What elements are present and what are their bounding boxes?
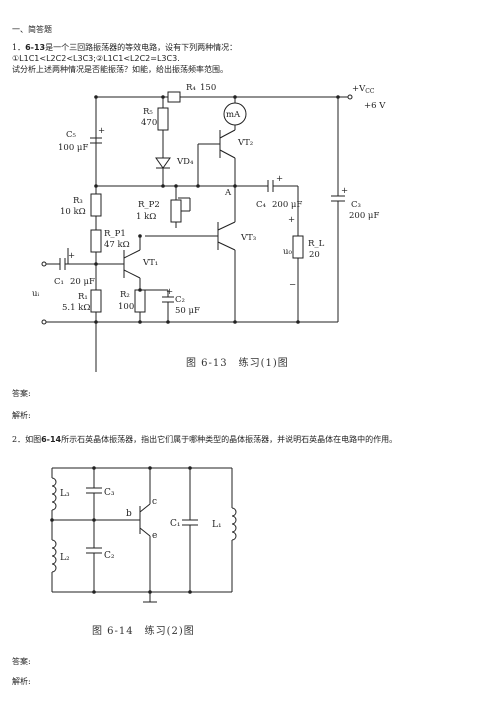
label-rp2-value: 1 kΩ (136, 212, 156, 222)
label-c1: C₁ (54, 277, 64, 287)
label-vcc-value: +6 V (364, 101, 386, 111)
label-r3-value: 10 kΩ (60, 207, 86, 217)
label-vt1: VT₁ (142, 258, 158, 268)
label-c3: C₃ (104, 488, 115, 498)
label-r4: R₄ (186, 83, 196, 93)
answer-label-1: 答案: (12, 389, 31, 398)
label-b: b (126, 509, 132, 519)
label-c5-value: 100 μF (58, 143, 88, 153)
label-vcc: +VCC (352, 84, 375, 95)
question-1-figure-ref: 6-13 (25, 43, 46, 52)
label-c3: C₃ (351, 200, 361, 210)
label-ui: uᵢ (32, 289, 39, 299)
label-r2-value: 100 (118, 302, 134, 312)
label-l1: L₁ (212, 520, 222, 530)
answer-label-2: 答案: (12, 657, 31, 666)
label-vt2: VT₂ (237, 138, 253, 148)
label-vd4: VD₄ (176, 157, 194, 167)
label-c1: C₁ (170, 519, 181, 529)
label-r5: R₅ (143, 107, 153, 117)
label-r4-value: 150 (200, 83, 216, 93)
question-2-figure-ref: 6-14 (41, 435, 62, 444)
label-c5-plus: + (98, 126, 105, 136)
label-c5: C₅ (66, 130, 77, 140)
label-c: c (152, 497, 157, 507)
question-1-line-3: 试分析上述两种情况是否能振荡？如能，给出振荡频率范围。 (12, 65, 228, 74)
label-l2: L₂ (60, 553, 70, 563)
label-rl: R_L (308, 239, 325, 249)
question-2-prefix: 如图 (25, 435, 42, 444)
analysis-label-1: 解析: (12, 411, 31, 420)
question-2-line: 2．如图6-14所示石英晶体振荡器，指出它们属于哪种类型的晶体振荡器，并说明石英… (12, 434, 397, 445)
label-c4-plus: + (276, 174, 283, 184)
question-1-line-2: ①L1C1<L2C2<L3C3;②L1C1<L2C2=L3C3. (12, 54, 180, 63)
figure-6-13-caption: 图 6-13 练习(1)图 (186, 358, 289, 369)
section-title: 一、简答题 (12, 25, 52, 34)
label-output-plus: + (288, 215, 295, 225)
label-l3: L₃ (60, 489, 70, 499)
label-c2-value: 50 μF (175, 306, 200, 316)
label-c3-value: 200 μF (349, 211, 379, 221)
label-rl-value: 20 (309, 250, 320, 260)
label-c3-plus: + (341, 186, 348, 196)
label-c2-plus: + (166, 287, 173, 297)
label-node-a: A (224, 188, 232, 198)
question-1-line-1: 1．6-13是一个三回路振荡器的等效电路，设有下列两种情况： (12, 42, 237, 53)
label-output-minus: − (289, 280, 296, 290)
figure-6-14-caption: 图 6-14 练习(2)图 (92, 626, 195, 637)
label-r1: R₁ (78, 292, 88, 302)
label-rp1-value: 47 kΩ (104, 240, 130, 250)
question-1-number: 1． (12, 43, 26, 52)
label-r2: R₂ (120, 290, 130, 300)
label-c4: C₄ (256, 200, 267, 210)
label-r3: R₃ (73, 196, 83, 206)
label-u0: u₀ (283, 247, 292, 257)
label-c1-plus: + (68, 251, 75, 261)
analysis-label-2: 解析: (12, 677, 31, 686)
question-2-text: 所示石英晶体振荡器，指出它们属于哪种类型的晶体振荡器，并说明石英晶体在电路中的作… (61, 435, 398, 444)
label-ma: mA (226, 110, 241, 120)
label-c4-value: 200 μF (272, 200, 302, 210)
label-e: e (152, 531, 157, 541)
label-vt3: VT₃ (240, 233, 256, 243)
label-rp2: R_P2 (138, 200, 160, 210)
label-r1-value: 5.1 kΩ (62, 303, 90, 313)
label-rp1: R_P1 (104, 229, 126, 239)
label-c1-value: 20 μF (70, 277, 95, 287)
label-r5-value: 470 (141, 118, 157, 128)
label-c2: C₂ (104, 551, 115, 561)
label-c2: C₂ (175, 295, 185, 305)
question-1-text: 是一个三回路振荡器的等效电路，设有下列两种情况： (45, 43, 238, 52)
question-2-number: 2． (12, 435, 26, 444)
